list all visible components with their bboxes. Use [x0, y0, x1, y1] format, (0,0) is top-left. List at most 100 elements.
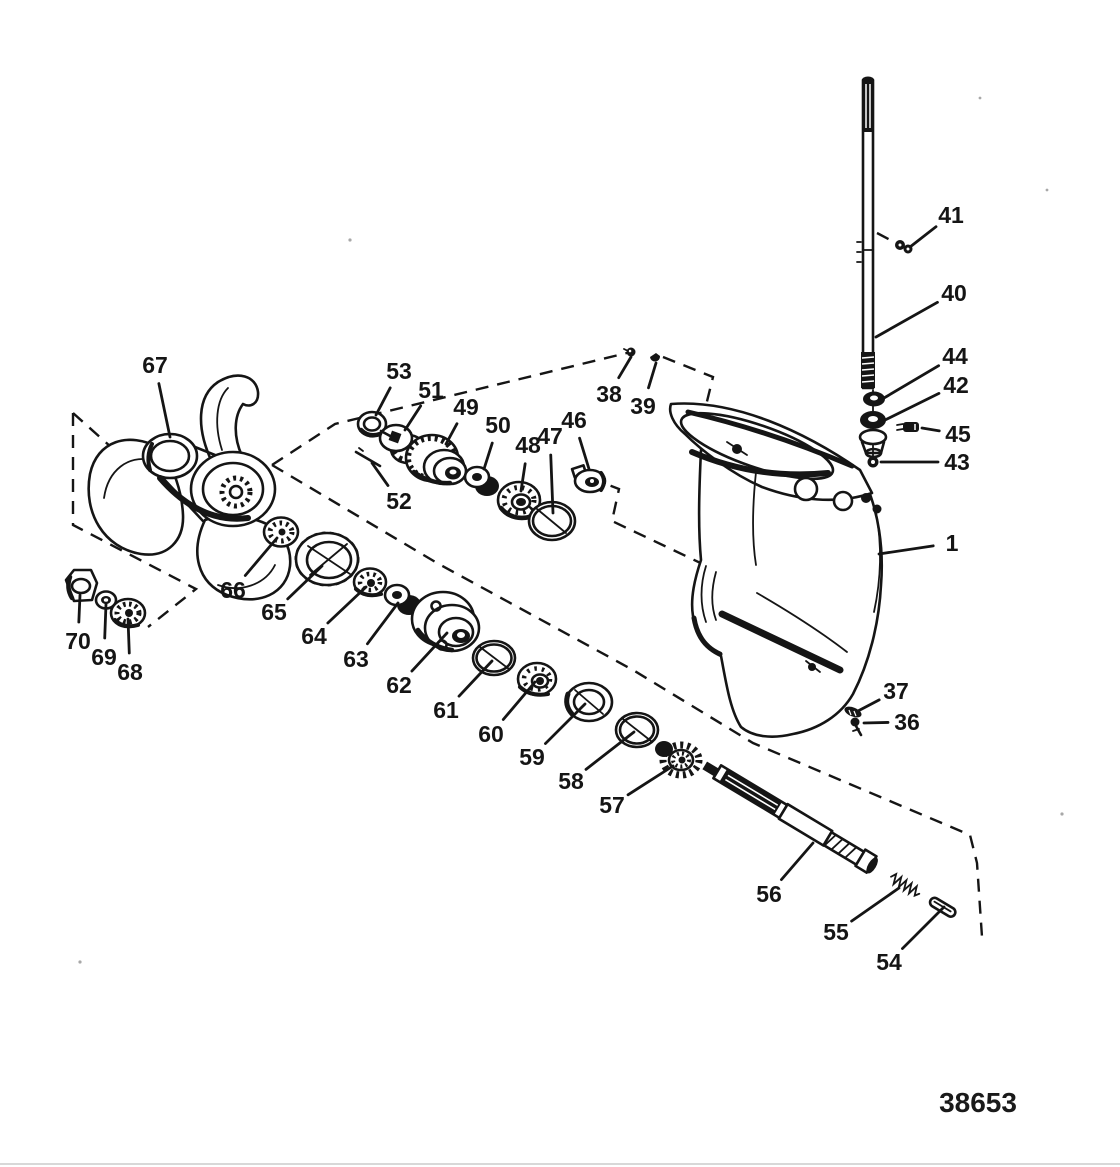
leader-line-37 — [856, 698, 881, 713]
part-70-prop-nut — [64, 568, 99, 603]
callout-36: 36 — [894, 709, 920, 735]
leader-line-70 — [77, 593, 82, 624]
leader-line-58 — [584, 730, 636, 771]
callout-62: 62 — [386, 672, 412, 698]
leader-line-57 — [626, 764, 675, 797]
callout-1: 1 — [946, 530, 959, 556]
leader-line-61 — [457, 659, 494, 698]
leader-line-55 — [850, 886, 901, 923]
callout-39: 39 — [630, 393, 656, 419]
leader-line-59 — [544, 702, 587, 745]
leader-line-48 — [519, 462, 527, 493]
part-68-thrust-hub — [109, 597, 147, 629]
leader-line-63 — [365, 601, 400, 646]
callout-65: 65 — [261, 599, 287, 625]
part-driveshaft — [856, 76, 875, 390]
leader-line-40 — [874, 300, 939, 339]
callout-57: 57 — [599, 792, 625, 818]
leader-line-67 — [157, 382, 172, 439]
shaft-marks — [856, 241, 862, 263]
part-55-spring — [890, 872, 921, 898]
callout-44: 44 — [942, 343, 968, 369]
callout-42: 42 — [943, 372, 969, 398]
part-38-39-screws — [623, 347, 661, 362]
callout-63: 63 — [343, 646, 369, 672]
leader-line-54 — [901, 905, 946, 950]
part-57-reverse-gear — [655, 741, 703, 779]
leader-line-60 — [501, 680, 537, 721]
leader-line-46 — [578, 436, 591, 471]
callout-49: 49 — [453, 394, 479, 420]
part-50-bushing — [463, 465, 499, 496]
callout-53: 53 — [386, 358, 412, 384]
callout-66: 66 — [220, 577, 246, 603]
callout-38: 38 — [596, 381, 622, 407]
part-46-cam-follower — [570, 464, 607, 494]
leader-line-41 — [908, 225, 938, 249]
leader-line-52 — [370, 461, 390, 487]
callout-67: 67 — [142, 352, 168, 378]
callout-46: 46 — [561, 407, 587, 433]
part-44-42-43-waterpump-stack — [858, 389, 888, 468]
callout-59: 59 — [519, 744, 545, 770]
alignment-dashed-lines — [71, 231, 984, 938]
part-60-ball-bearing — [516, 661, 558, 697]
callout-48: 48 — [515, 432, 541, 458]
callout-69: 69 — [91, 644, 117, 670]
leader-line-42 — [883, 392, 941, 422]
callout-47: 47 — [537, 423, 563, 449]
callout-45: 45 — [945, 421, 971, 447]
callout-56: 56 — [756, 881, 782, 907]
part-53-retainer-ring — [356, 410, 388, 438]
leader-line-62 — [410, 631, 449, 673]
part-52-cross-pin — [354, 447, 382, 468]
leader-line-66 — [243, 536, 279, 577]
part-64-bearing — [352, 567, 388, 598]
part-36-screw — [850, 717, 863, 737]
leader-line-51 — [403, 404, 423, 432]
callout-43: 43 — [944, 449, 970, 475]
part-66-washer — [262, 516, 300, 548]
leader-line-45 — [920, 426, 941, 433]
callout-41: 41 — [938, 202, 964, 228]
callout-64: 64 — [301, 623, 327, 649]
part-65-ring-gear — [294, 531, 360, 587]
callout-60: 60 — [478, 721, 504, 747]
leader-line-38 — [617, 355, 633, 380]
part-69-washer — [94, 590, 118, 610]
callout-68: 68 — [117, 659, 143, 685]
drawing-number: 38653 — [939, 1087, 1017, 1118]
leader-line-65 — [286, 564, 324, 601]
callout-51: 51 — [418, 377, 444, 403]
part-61-o-ring — [471, 639, 517, 677]
part-propeller-shaft — [702, 761, 957, 918]
part-49-forward-gear — [404, 433, 468, 486]
callout-40: 40 — [941, 280, 967, 306]
leader-line-39 — [647, 361, 658, 390]
callout-54: 54 — [876, 949, 902, 975]
callout-55: 55 — [823, 919, 849, 945]
leader-line-49 — [444, 422, 459, 446]
leader-line-50 — [482, 441, 494, 471]
callout-58: 58 — [558, 768, 584, 794]
callout-37: 37 — [883, 678, 909, 704]
part-37-spring — [844, 706, 862, 718]
leader-line-69 — [103, 602, 108, 640]
part-48-ball-bearing — [496, 480, 542, 521]
leader-line-53 — [374, 386, 392, 417]
leader-line-36 — [862, 721, 890, 725]
scan-specks — [78, 96, 1064, 964]
part-gear-housing — [668, 402, 884, 738]
leader-line-44 — [882, 364, 941, 400]
callout-61: 61 — [433, 697, 459, 723]
leader-line-47 — [549, 453, 555, 515]
leader-line-64 — [326, 585, 368, 625]
leader-line-1 — [877, 544, 935, 556]
callout-50: 50 — [485, 412, 511, 438]
callout-70: 70 — [65, 628, 91, 654]
callout-52: 52 — [386, 488, 412, 514]
leader-line-68 — [126, 617, 131, 655]
